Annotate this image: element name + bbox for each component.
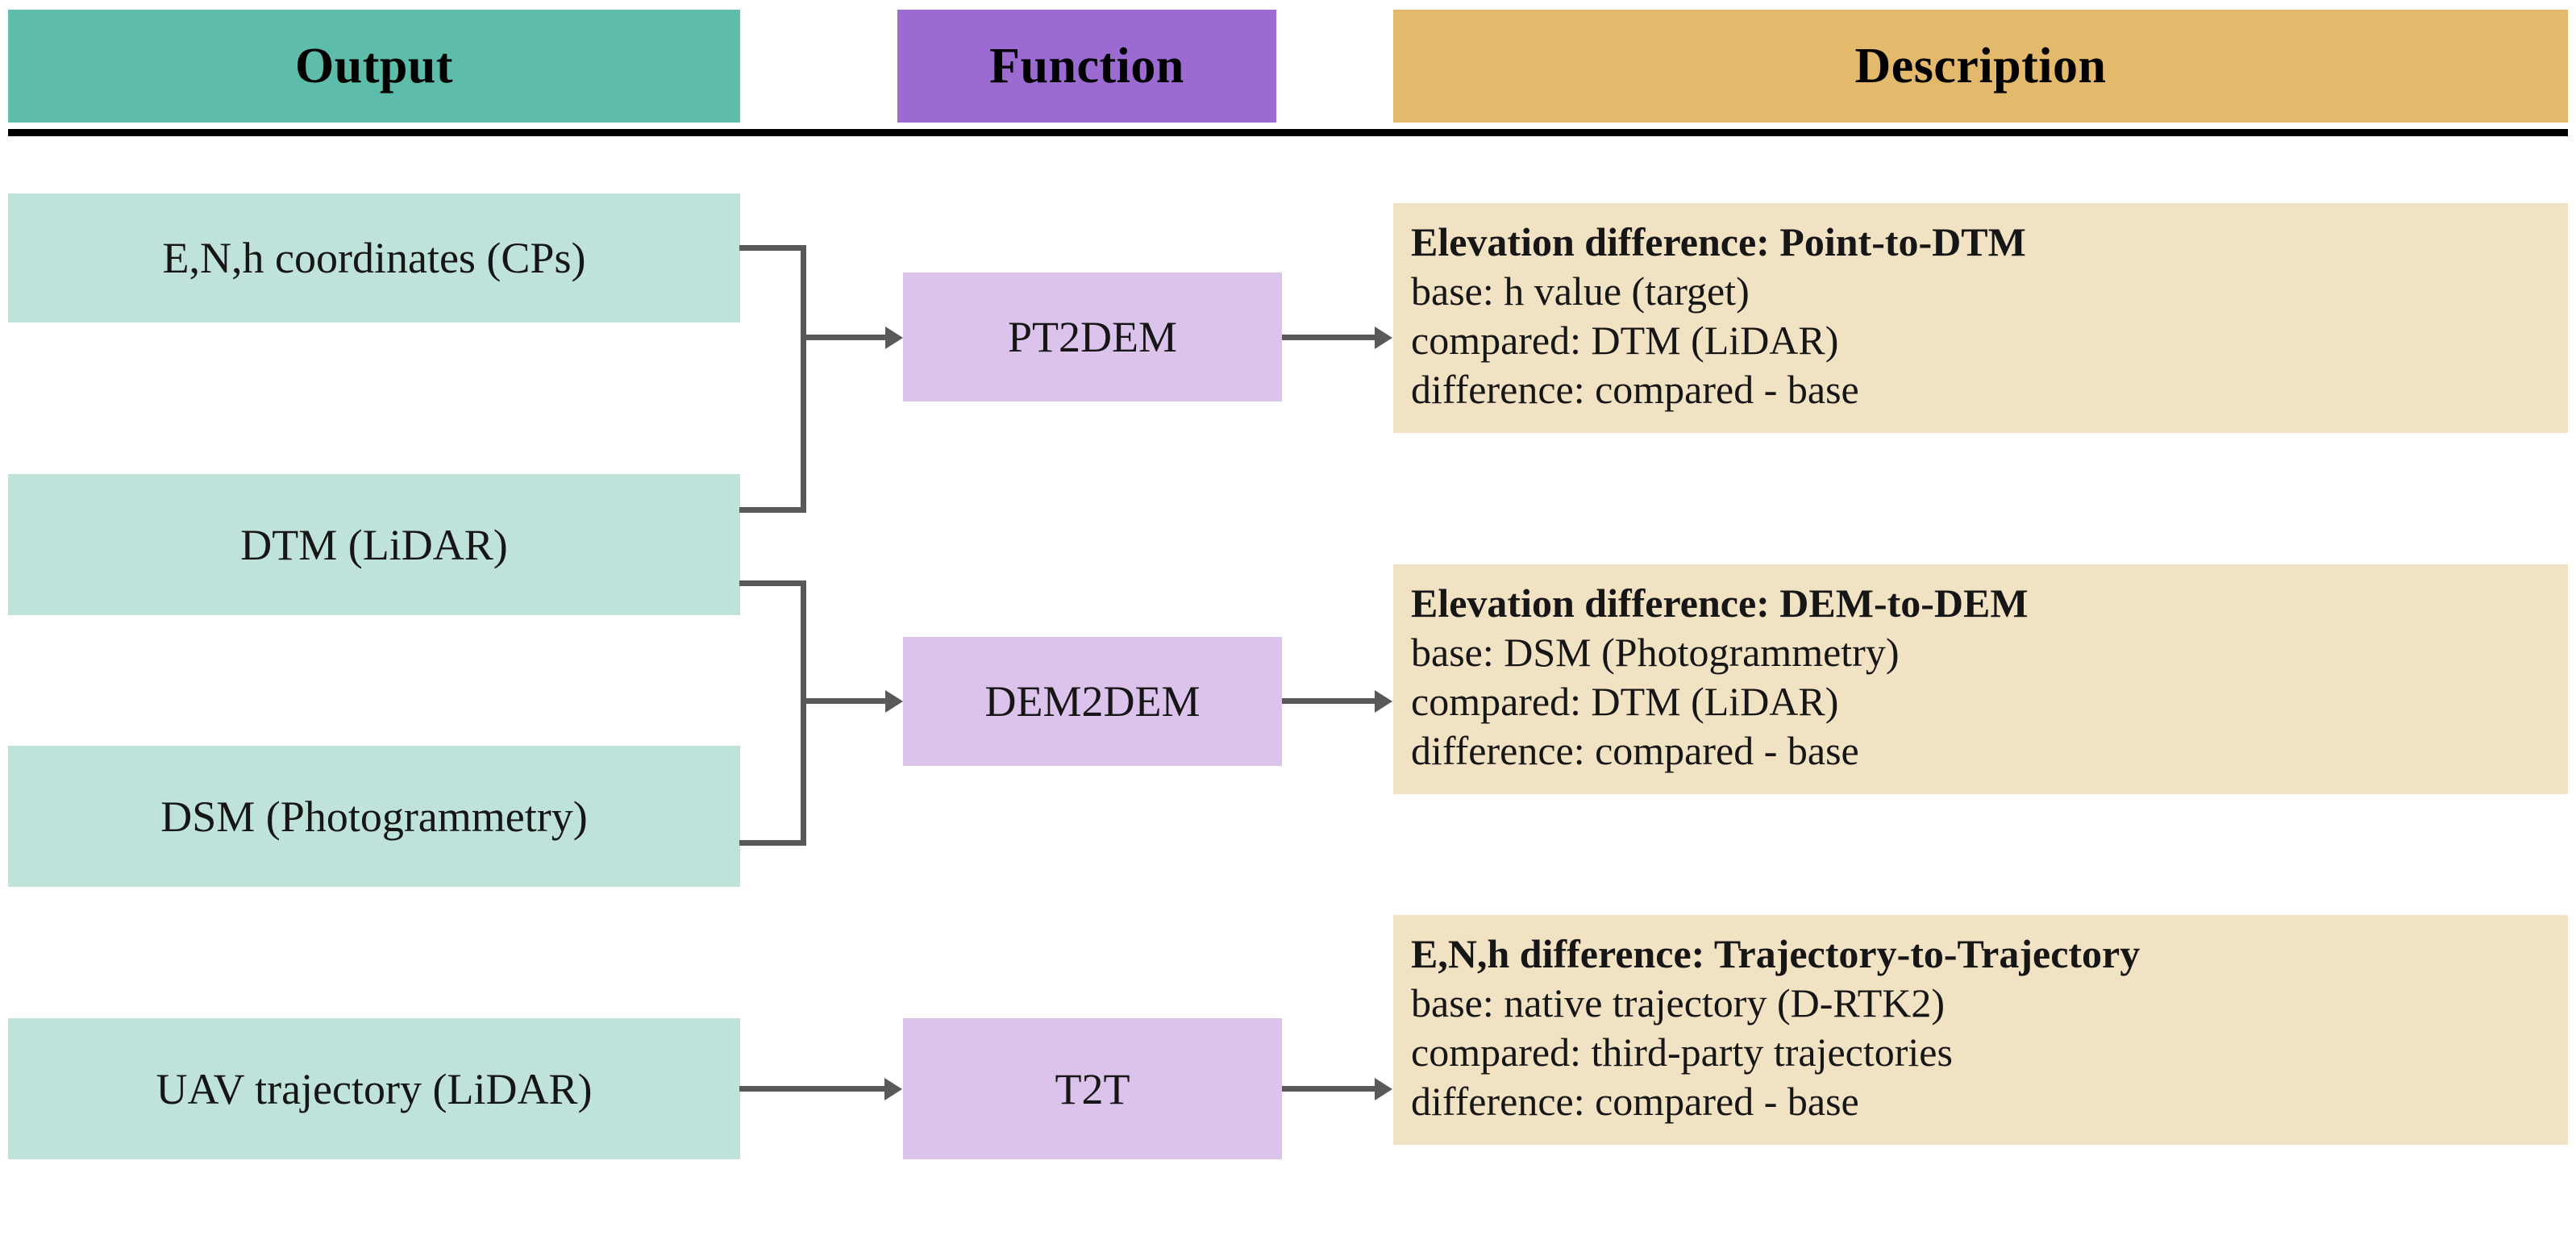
description-compared: compared: DTM (LiDAR)	[1411, 679, 1839, 724]
description-compared: compared: DTM (LiDAR)	[1411, 318, 1839, 363]
description-box-trajectory-to-trajectory: E,N,h difference: Trajectory-to-Trajecto…	[1393, 915, 2568, 1145]
connector-dtm-bottom-to-junction	[739, 580, 806, 586]
header-divider-rule	[8, 129, 2568, 136]
arrowhead-into-description-1	[1375, 327, 1392, 349]
description-title: Elevation difference: DEM-to-DEM	[1411, 580, 2029, 626]
arrowhead-into-pt2dem	[885, 327, 903, 349]
connector-junction-vertical-2	[801, 580, 806, 846]
connector-dem2dem-to-description	[1282, 698, 1375, 704]
connector-dtm-top-to-junction	[739, 507, 806, 513]
column-header-description: Description	[1393, 10, 2568, 123]
arrowhead-into-t2t	[884, 1078, 902, 1100]
description-title: E,N,h difference: Trajectory-to-Trajecto…	[1411, 931, 2141, 976]
connector-junction-to-dem2dem	[801, 698, 885, 704]
arrowhead-into-description-3	[1375, 1078, 1392, 1100]
column-header-output: Output	[8, 10, 740, 123]
function-box-pt2dem: PT2DEM	[903, 272, 1282, 401]
column-header-function: Function	[897, 10, 1276, 123]
arrowhead-into-description-2	[1375, 690, 1392, 713]
output-box-uav-trajectory: UAV trajectory (LiDAR)	[8, 1018, 740, 1159]
description-difference: difference: compared - base	[1411, 1079, 1859, 1124]
description-difference: difference: compared - base	[1411, 728, 1859, 773]
description-base: base: h value (target)	[1411, 268, 1750, 314]
output-box-dsm: DSM (Photogrammetry)	[8, 746, 740, 887]
function-box-dem2dem: DEM2DEM	[903, 637, 1282, 766]
connector-dsm-to-junction	[739, 840, 806, 846]
description-box-dem-to-dem: Elevation difference: DEM-to-DEM base: D…	[1393, 564, 2568, 794]
output-box-cps: E,N,h coordinates (CPs)	[8, 193, 740, 322]
connector-t2t-to-description	[1282, 1086, 1375, 1092]
connector-pt2dem-to-description	[1282, 335, 1375, 340]
connector-junction-vertical-1	[801, 245, 806, 513]
function-box-t2t: T2T	[903, 1018, 1282, 1159]
description-box-point-to-dtm: Elevation difference: Point-to-DTM base:…	[1393, 203, 2568, 433]
description-difference: difference: compared - base	[1411, 367, 1859, 412]
connector-junction-to-pt2dem	[801, 335, 885, 340]
output-box-dtm: DTM (LiDAR)	[8, 474, 740, 615]
description-base: base: native trajectory (D-RTK2)	[1411, 980, 1946, 1025]
connector-cps-to-junction	[739, 245, 806, 251]
description-title: Elevation difference: Point-to-DTM	[1411, 219, 2026, 264]
description-compared: compared: third-party trajectories	[1411, 1030, 1953, 1075]
description-base: base: DSM (Photogrammetry)	[1411, 630, 1900, 675]
arrowhead-into-dem2dem	[885, 690, 903, 713]
connector-trajectory-to-t2t	[739, 1086, 884, 1092]
